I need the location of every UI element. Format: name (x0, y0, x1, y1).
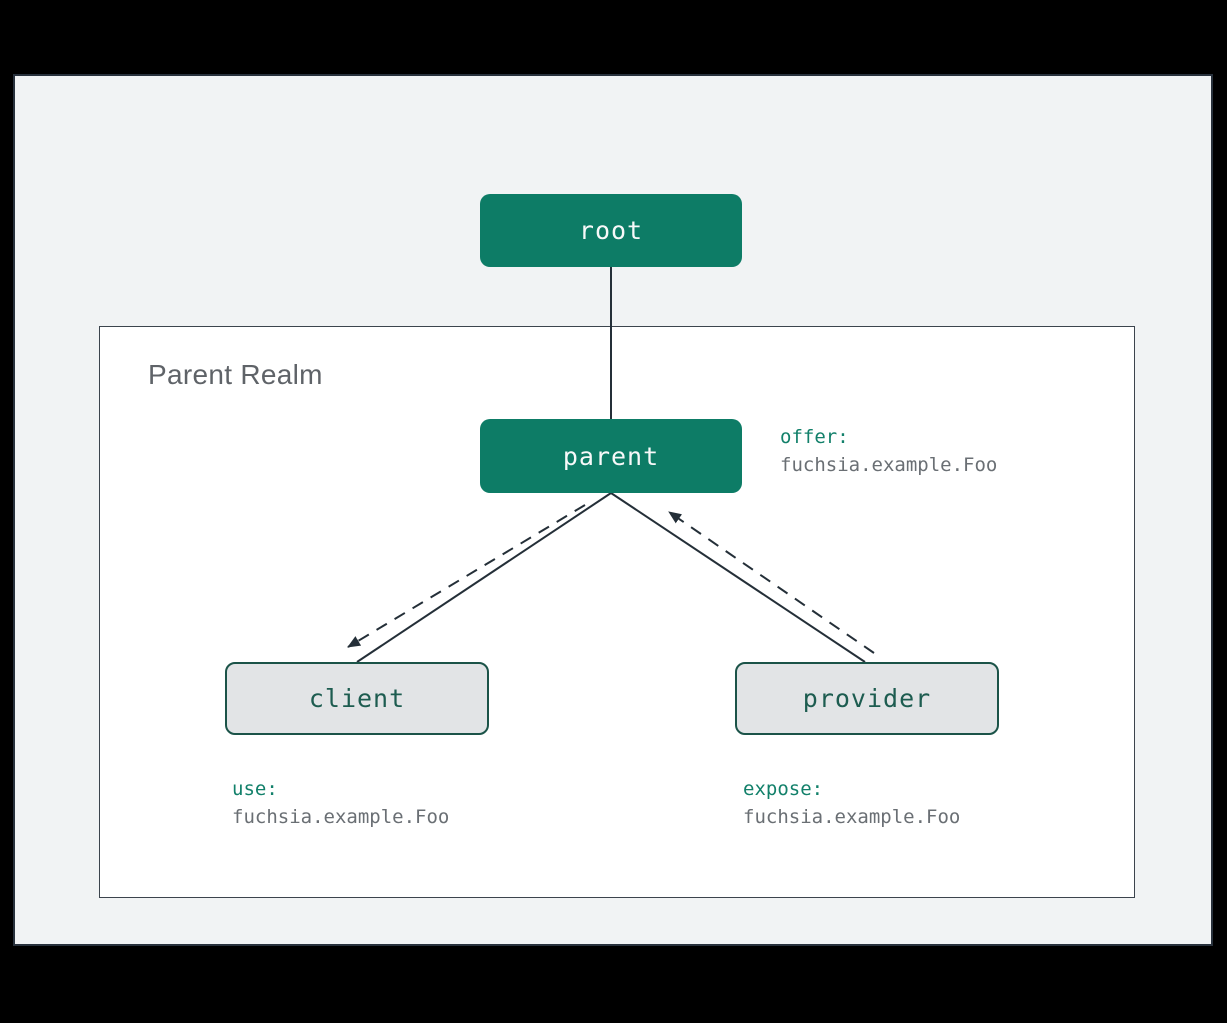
use-annotation: use: fuchsia.example.Foo (232, 775, 449, 831)
parent-realm-title: Parent Realm (148, 359, 323, 390)
node-client-label: client (308, 684, 406, 713)
node-client: client (225, 662, 489, 735)
node-parent-label: parent (562, 441, 660, 471)
offer-annotation: offer: fuchsia.example.Foo (780, 423, 997, 479)
offer-value: fuchsia.example.Foo (780, 454, 998, 476)
expose-keyword: expose: (743, 778, 824, 800)
expose-value: fuchsia.example.Foo (743, 806, 961, 828)
use-value: fuchsia.example.Foo (232, 806, 450, 828)
diagram-page: Parent Realm root parent (13, 74, 1213, 946)
expose-annotation: expose: fuchsia.example.Foo (743, 775, 960, 831)
node-provider-label: provider (802, 684, 932, 713)
node-provider: provider (735, 662, 999, 735)
offer-keyword: offer: (780, 426, 849, 448)
use-keyword: use: (232, 778, 278, 800)
node-root-label: root (578, 216, 644, 245)
node-parent: parent (480, 419, 742, 493)
node-root: root (480, 194, 742, 267)
